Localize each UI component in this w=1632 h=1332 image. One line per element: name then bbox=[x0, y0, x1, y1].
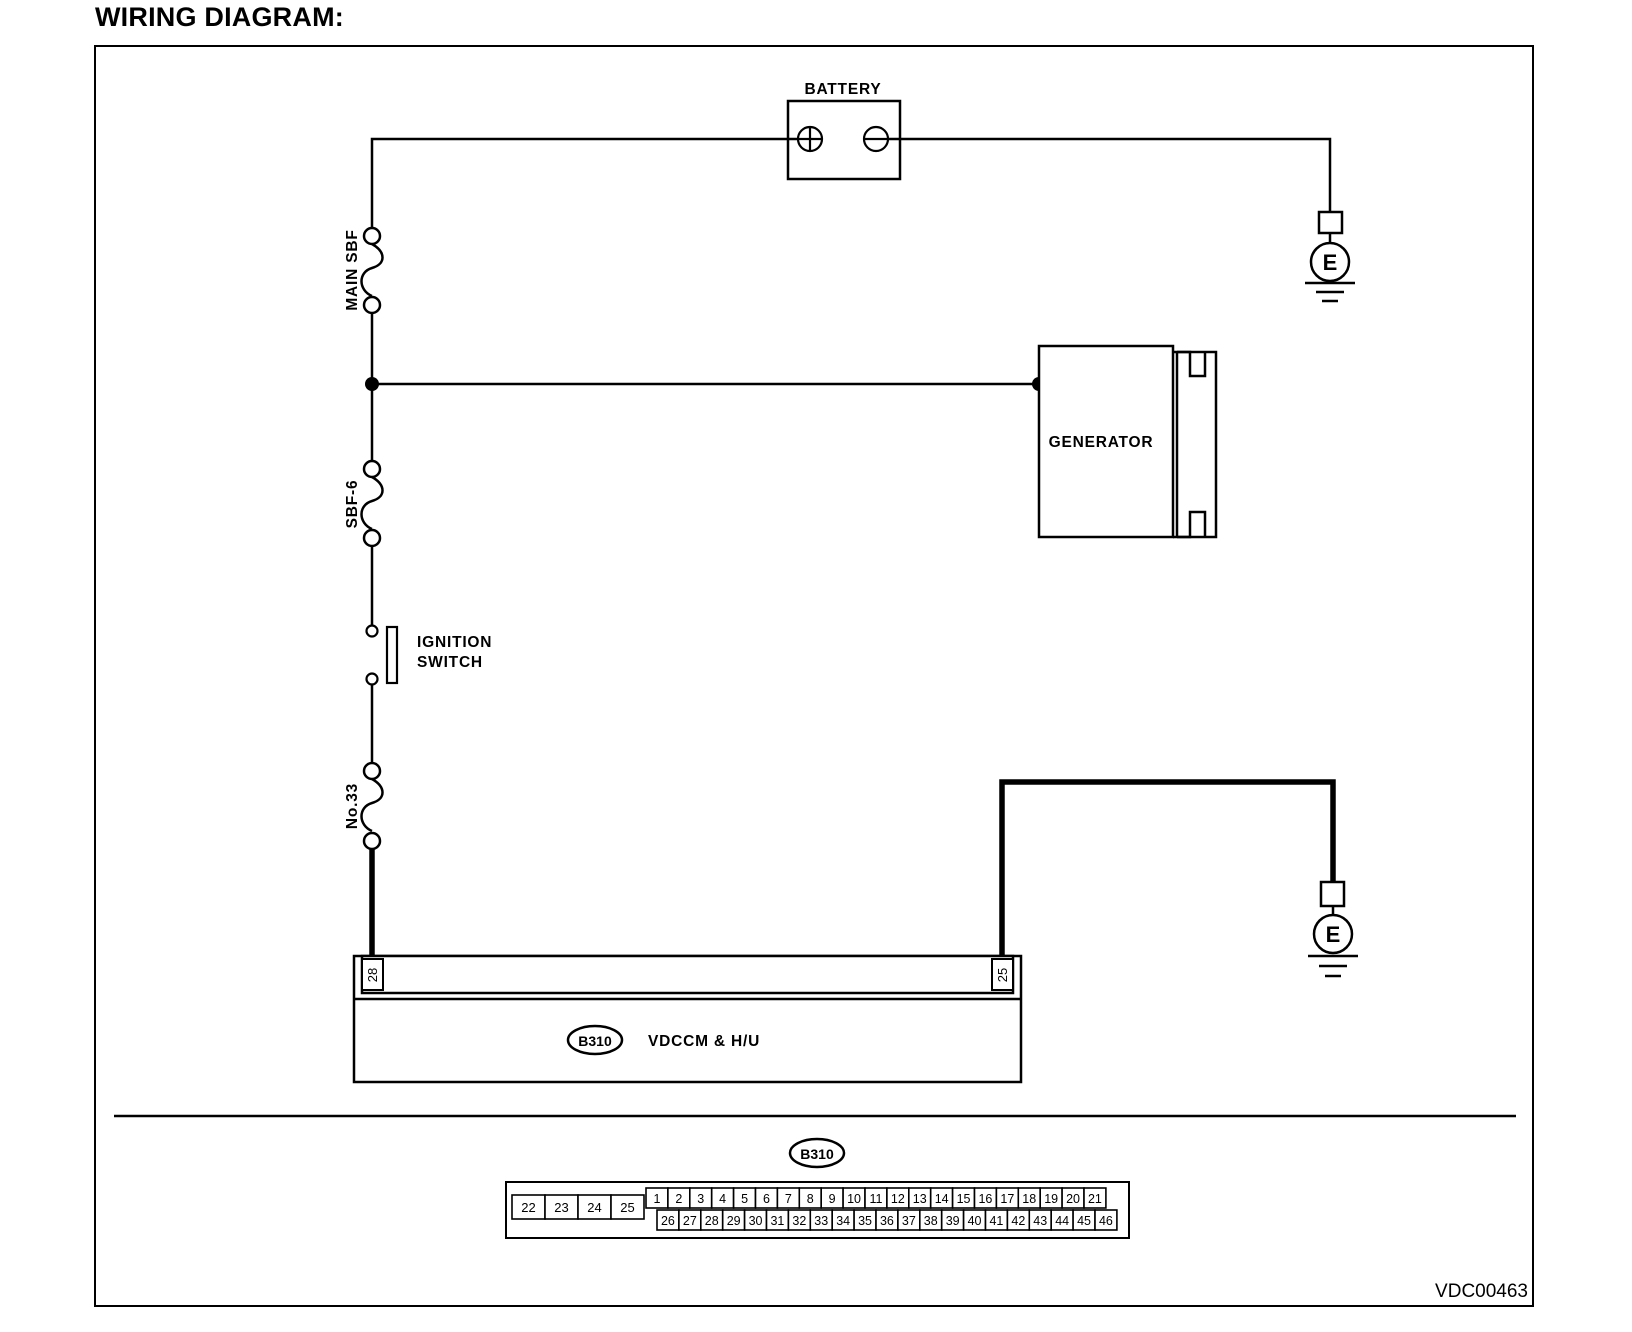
connector-pin-label: 38 bbox=[924, 1214, 938, 1228]
connector-pin-label: 46 bbox=[1099, 1214, 1113, 1228]
fuse-main-sbf-label: MAIN SBF bbox=[344, 229, 361, 310]
connector-pin-label: 37 bbox=[902, 1214, 916, 1228]
connector-pin-label: 32 bbox=[792, 1214, 806, 1228]
connector-pin-label: 20 bbox=[1066, 1192, 1080, 1206]
connector-pin-label: 29 bbox=[727, 1214, 741, 1228]
connector-face-label: B310 bbox=[800, 1146, 834, 1162]
ignition-switch-lever bbox=[385, 625, 399, 685]
connector-face-badge bbox=[788, 1137, 846, 1169]
connector-pin-cell bbox=[1083, 1187, 1107, 1209]
connector-pin-label: 41 bbox=[989, 1214, 1003, 1228]
ignition-switch: IGNITION SWITCH bbox=[365, 624, 492, 686]
ground-icon bbox=[1309, 241, 1351, 283]
ground-2: E bbox=[1308, 880, 1358, 978]
connector-pin-label: 11 bbox=[869, 1192, 882, 1206]
connector-pin-label: 34 bbox=[836, 1214, 850, 1228]
connector-pin-label: 39 bbox=[946, 1214, 960, 1228]
connector-pin-label: 9 bbox=[829, 1192, 836, 1206]
fuse-no-33-label: No.33 bbox=[344, 783, 361, 829]
connector-pin-label: 35 bbox=[858, 1214, 872, 1228]
terminal-28 bbox=[361, 958, 384, 991]
connector-pin-label: 4 bbox=[719, 1192, 726, 1206]
battery: BATTERY bbox=[786, 81, 902, 181]
connector-pin-label: 28 bbox=[705, 1214, 719, 1228]
connector-pin-label: 3 bbox=[697, 1192, 704, 1206]
fuse-main-sbf: MAIN SBF bbox=[344, 226, 384, 315]
battery-positive-icon bbox=[796, 125, 824, 153]
connector-pin-label: 25 bbox=[620, 1200, 634, 1215]
ground-label: E bbox=[1326, 922, 1341, 947]
connector-pin-label: 7 bbox=[785, 1192, 792, 1206]
ignition-switch-label-1: IGNITION bbox=[417, 634, 492, 651]
ground-icon bbox=[1312, 913, 1354, 955]
ground-label: E bbox=[1323, 250, 1338, 275]
connector-pin-label: 6 bbox=[763, 1192, 770, 1206]
generator: GENERATOR bbox=[1037, 344, 1218, 539]
connector-pin-label: 17 bbox=[1000, 1192, 1014, 1206]
connector-pin-label: 16 bbox=[978, 1192, 992, 1206]
terminal-28-label: 28 bbox=[365, 968, 380, 982]
connector-pin-label: 2 bbox=[675, 1192, 682, 1206]
terminal-25-label: 25 bbox=[995, 968, 1010, 982]
connector-pin-label: 42 bbox=[1011, 1214, 1025, 1228]
connector-pin-cell bbox=[610, 1194, 645, 1220]
connector-pin-label: 33 bbox=[814, 1214, 828, 1228]
connector-pin-label: 44 bbox=[1055, 1214, 1069, 1228]
connector-pin-label: 8 bbox=[807, 1192, 814, 1206]
fuse-no-33: No.33 bbox=[344, 761, 384, 851]
connector-pin-label: 26 bbox=[661, 1214, 675, 1228]
ground-connector bbox=[1319, 880, 1346, 908]
generator-label: GENERATOR bbox=[1049, 434, 1154, 451]
page-title: WIRING DIAGRAM: bbox=[95, 2, 344, 32]
generator-body bbox=[1037, 344, 1175, 539]
connector-code-badge bbox=[566, 1024, 624, 1056]
connector-pin-label: 14 bbox=[935, 1192, 949, 1206]
connector-pin-label: 45 bbox=[1077, 1214, 1091, 1228]
connector-pin-label: 1 bbox=[653, 1192, 660, 1206]
ground-connector bbox=[1317, 210, 1344, 235]
connector-pin-label: 19 bbox=[1044, 1192, 1058, 1206]
connector-pin-label: 43 bbox=[1033, 1214, 1047, 1228]
terminal-25 bbox=[991, 958, 1014, 991]
connector-pin-label: 22 bbox=[521, 1200, 535, 1215]
connector-pin-label: 12 bbox=[891, 1192, 905, 1206]
diagram-frame bbox=[94, 45, 1534, 1307]
fuse-sbf-6-label: SBF-6 bbox=[344, 480, 361, 529]
fuse-sbf-6: SBF-6 bbox=[344, 459, 384, 548]
connector-pin-label: 10 bbox=[847, 1192, 861, 1206]
ignition-switch-label-2: SWITCH bbox=[417, 654, 483, 671]
connector-pin-label: 13 bbox=[913, 1192, 927, 1206]
connector-pin-cell bbox=[577, 1194, 612, 1220]
module-name-label: VDCCM & H/U bbox=[648, 1033, 760, 1050]
figure-code: VDC00463 bbox=[1435, 1281, 1528, 1302]
wire-battery-positive bbox=[370, 137, 798, 228]
wire-pin-25-ground bbox=[999, 779, 1336, 957]
connector-pin-cell bbox=[544, 1194, 579, 1220]
connector-pin-label: 30 bbox=[749, 1214, 763, 1228]
vdccm-connector-strip bbox=[360, 954, 1015, 995]
connector-pin-label: 18 bbox=[1022, 1192, 1036, 1206]
connector-code-label: B310 bbox=[578, 1033, 612, 1049]
battery-label: BATTERY bbox=[804, 81, 881, 98]
connector-pin-label: 24 bbox=[587, 1200, 601, 1215]
wire-battery-negative bbox=[888, 137, 1332, 212]
connector-pin-label: 27 bbox=[683, 1214, 697, 1228]
connector-pin-label: 31 bbox=[770, 1214, 784, 1228]
connector-pin-label: 23 bbox=[554, 1200, 568, 1215]
connector-pin-label: 40 bbox=[968, 1214, 982, 1228]
connector-pin-label: 15 bbox=[957, 1192, 971, 1206]
connector-pin-label: 5 bbox=[741, 1192, 748, 1206]
vdccm-module: 28 25 B310 VDCCM & H/U bbox=[352, 954, 1023, 1084]
connector-pin-label: 36 bbox=[880, 1214, 894, 1228]
connector-pin-cell bbox=[1094, 1209, 1118, 1231]
ground-1: E bbox=[1305, 210, 1355, 303]
connector-pin-label: 21 bbox=[1088, 1192, 1102, 1206]
